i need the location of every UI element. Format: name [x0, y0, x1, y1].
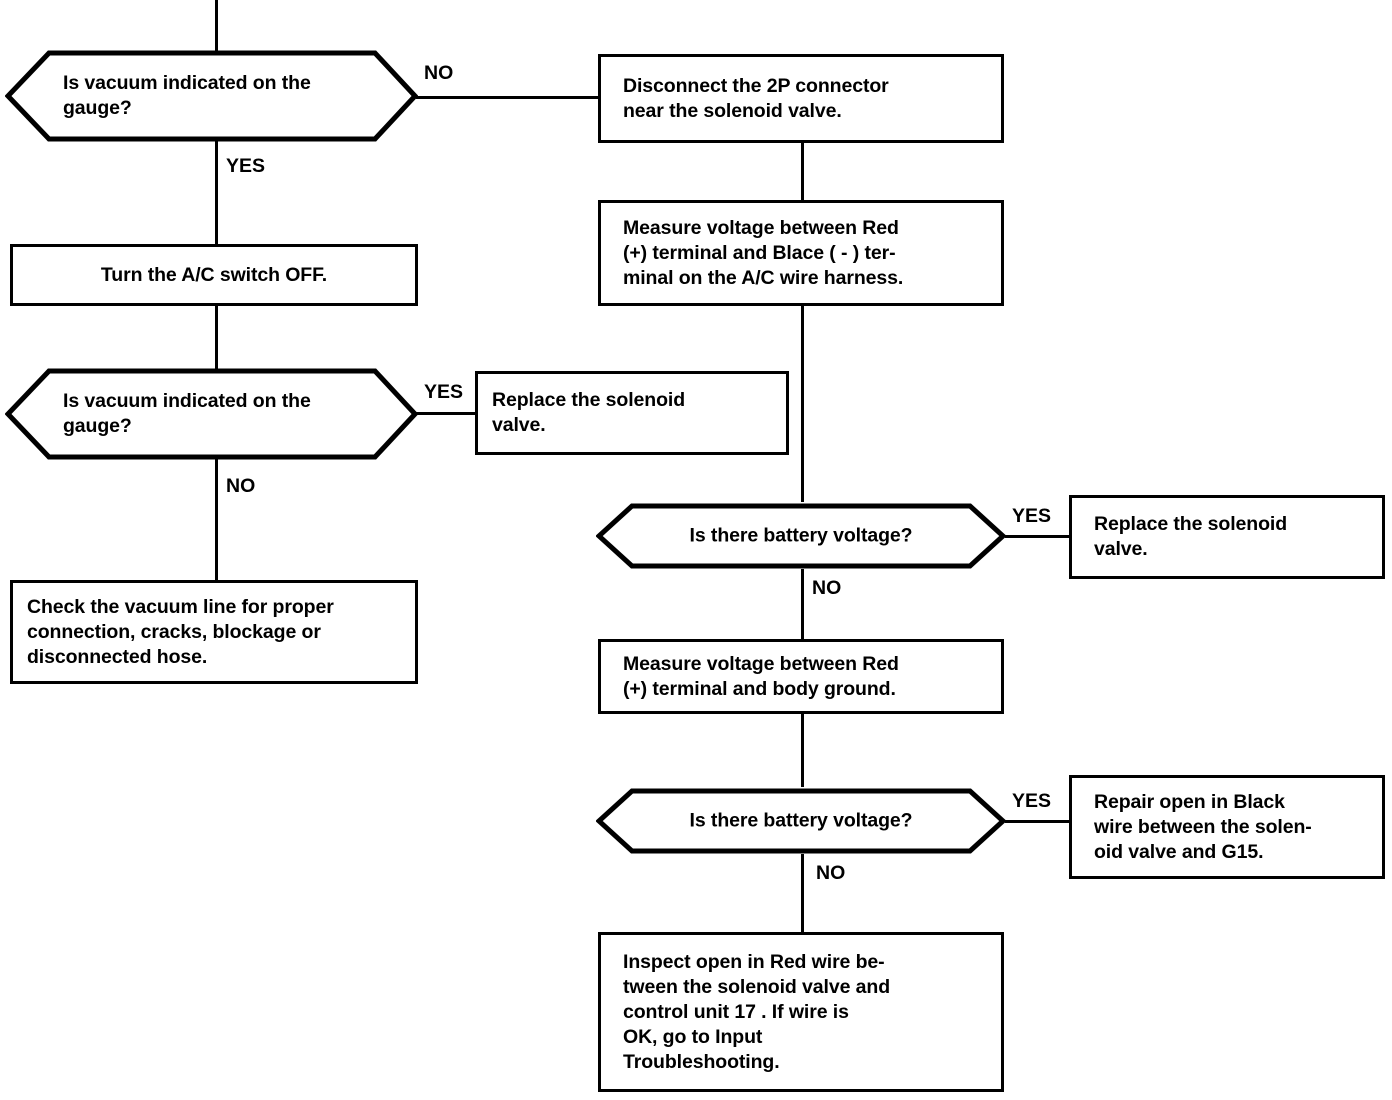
connector-turnoff-to-vacuum2: [215, 306, 218, 370]
process-disconnect-2p-connector-label: Disconnect the 2P connector near the sol…: [623, 74, 889, 122]
process-check-vacuum-line-label: Check the vacuum line for proper connect…: [27, 595, 334, 668]
connector-vacuum1-yes: [215, 131, 218, 244]
decision-battery-voltage-2[interactable]: Is there battery voltage?: [596, 788, 1006, 854]
decision-vacuum-indicated-1[interactable]: Is vacuum indicated on the gauge?: [5, 50, 418, 142]
decision-battery-voltage-2-label: Is there battery voltage?: [689, 809, 913, 832]
decision-battery-voltage-1-label: Is there battery voltage?: [689, 524, 913, 547]
process-inspect-red-wire[interactable]: Inspect open in Red wire be- tween the s…: [598, 932, 1004, 1092]
process-replace-solenoid-valve-right[interactable]: Replace the solenoid valve.: [1069, 495, 1385, 579]
process-inspect-red-wire-label: Inspect open in Red wire be- tween the s…: [623, 950, 891, 1073]
process-replace-solenoid-valve-left[interactable]: Replace the solenoid valve.: [475, 371, 789, 455]
process-turn-ac-switch-off[interactable]: Turn the A/C switch OFF.: [10, 244, 418, 306]
connector-measure2-to-battery2: [801, 714, 804, 787]
process-measure-voltage-red-black[interactable]: Measure voltage between Red (+) terminal…: [598, 200, 1004, 306]
connector-battery1-no: [801, 569, 804, 639]
connector-battery1-yes: [1005, 535, 1071, 538]
hexagon-shape: [5, 368, 418, 460]
hexagon-shape: [596, 503, 1006, 569]
edge-label-vacuum1-no: NO: [424, 62, 454, 84]
edge-label-vacuum2-yes: YES: [424, 381, 464, 403]
hexagon-shape: [5, 50, 418, 142]
connector-disconnect-to-measure: [801, 141, 804, 202]
process-turn-ac-switch-off-label: Turn the A/C switch OFF.: [100, 263, 328, 286]
decision-vacuum-indicated-2[interactable]: Is vacuum indicated on the gauge?: [5, 368, 418, 460]
connector-vacuum2-no: [215, 450, 218, 580]
process-replace-solenoid-valve-left-label: Replace the solenoid valve.: [492, 389, 686, 436]
process-replace-solenoid-valve-right-label: Replace the solenoid valve.: [1094, 513, 1288, 560]
edge-label-battery1-yes: YES: [1012, 505, 1052, 527]
connector-entry-stub: [215, 0, 218, 52]
hexagon-shape: [596, 788, 1006, 854]
process-repair-black-wire[interactable]: Repair open in Black wire between the so…: [1069, 775, 1385, 879]
connector-vacuum2-yes: [416, 412, 476, 415]
decision-vacuum-indicated-1-label: Is vacuum indicated on the gauge?: [63, 72, 311, 119]
process-check-vacuum-line[interactable]: Check the vacuum line for proper connect…: [10, 580, 418, 684]
process-disconnect-2p-connector[interactable]: Disconnect the 2P connector near the sol…: [598, 54, 1004, 143]
decision-battery-voltage-1[interactable]: Is there battery voltage?: [596, 503, 1006, 569]
edge-label-vacuum2-no: NO: [226, 475, 256, 497]
decision-vacuum-indicated-2-label: Is vacuum indicated on the gauge?: [63, 390, 311, 437]
process-measure-voltage-red-ground[interactable]: Measure voltage between Red (+) terminal…: [598, 639, 1004, 714]
connector-measure-to-battery1: [801, 306, 804, 502]
process-repair-black-wire-label: Repair open in Black wire between the so…: [1094, 790, 1312, 863]
connector-vacuum1-no: [416, 96, 600, 99]
connector-battery2-no: [801, 854, 804, 932]
edge-label-battery2-no: NO: [816, 862, 846, 884]
edge-label-battery2-yes: YES: [1012, 790, 1052, 812]
edge-label-vacuum1-yes: YES: [226, 155, 266, 177]
edge-label-battery1-no: NO: [812, 577, 842, 599]
connector-battery2-yes: [1005, 820, 1071, 823]
process-measure-voltage-red-black-label: Measure voltage between Red (+) terminal…: [623, 216, 904, 289]
process-measure-voltage-red-ground-label: Measure voltage between Red (+) terminal…: [623, 652, 899, 700]
